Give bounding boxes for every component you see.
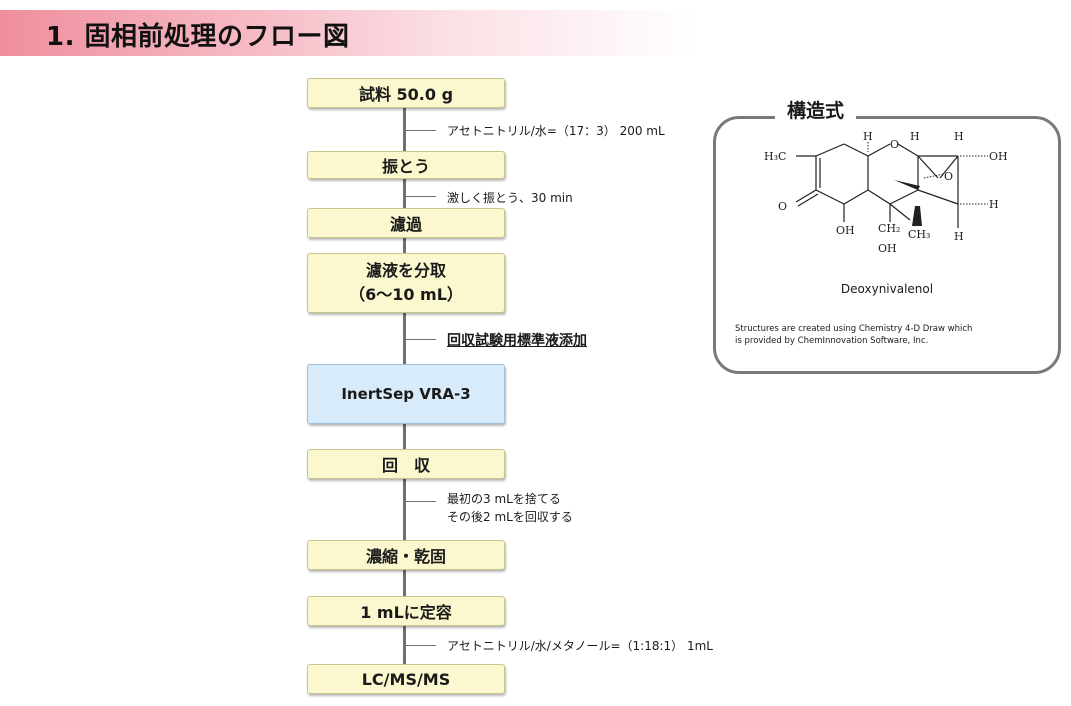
deoxynivalenol-structure: H₃C O O OH H O OH CH₂ OH CH₃ H H H H [764,130,1008,255]
note-collect: 最初の3 mLを捨てる その後2 mLを回収する [447,490,573,526]
step-analysis: LC/MS/MS [307,664,505,694]
structure-credit-line2: is provided by ChemInnovation Software, … [735,336,929,346]
atom-oh-lower-left: OH [836,224,855,237]
structure-panel [713,116,1061,374]
step-reconstitute-label: 1 mLに定容 [360,603,452,622]
branch-line-shake [406,196,436,197]
title-banner [0,10,700,56]
structure-heading: 構造式 [775,96,857,123]
step-column: InertSep VRA-3 [307,364,505,424]
step-shake-label: 振とう [381,157,430,176]
atom-o-ring: O [890,138,899,151]
atom-h-bottom-right: H [954,230,964,243]
atom-h-top-center: H [863,130,873,143]
atom-h-top-left: H [910,130,920,143]
atom-ch3: CH₃ [908,228,930,241]
atom-oh-bottom: OH [878,242,897,255]
atom-h3c: H₃C [764,150,786,163]
atom-o-ketone: O [778,200,787,213]
step-sample-label: 試料 50.0 g [358,85,454,104]
step-concentrate-label: 濃縮・乾固 [365,547,446,566]
step-aliquot-line2: （6～10 mL） [349,285,463,304]
step-collect-label: 回 収 [381,456,430,475]
atom-h-right: H [989,198,999,211]
branch-line-solvent [406,130,436,131]
step-shake: 振とう [307,151,505,179]
structure-credit-line1: Structures are created using Chemistry 4… [735,324,973,334]
step-analysis-label: LC/MS/MS [361,669,451,689]
note-collect-line1: 最初の3 mLを捨てる [447,492,561,506]
note-solvent: アセトニトリル/水=（17：3） 200 mL [447,124,665,138]
branch-line-spike [406,339,436,340]
step-reconstitute: 1 mLに定容 [307,596,505,626]
step-column-label: InertSep VRA-3 [341,385,471,403]
compound-name: Deoxynivalenol [840,282,934,296]
atom-o-epoxide: O [944,170,953,183]
page-title: 1. 固相前処理のフロー図 [46,22,350,52]
step-filter-label: 濾過 [389,215,422,234]
branch-line-collect [406,501,436,502]
note-spike: 回収試験用標準液添加 [447,333,587,349]
step-sample: 試料 50.0 g [307,78,505,108]
note-collect-line2: その後2 mLを回収する [447,510,573,524]
note-reconstitute: アセトニトリル/水/メタノール=（1:18:1） 1mL [447,639,713,653]
atom-oh-right: OH [989,150,1008,163]
step-aliquot-line1: 濾液を分取 [365,261,446,280]
step-aliquot: 濾液を分取 （6～10 mL） [307,253,505,313]
note-shake: 激しく振とう、30 min [447,191,573,205]
structure-credit: Structures are created using Chemistry 4… [735,323,1045,347]
step-filter: 濾過 [307,208,505,238]
atom-h-top-right: H [954,130,964,143]
step-concentrate: 濃縮・乾固 [307,540,505,570]
step-collect: 回 収 [307,449,505,479]
branch-line-reconstitute [406,645,436,646]
atom-ch2: CH₂ [878,222,900,235]
